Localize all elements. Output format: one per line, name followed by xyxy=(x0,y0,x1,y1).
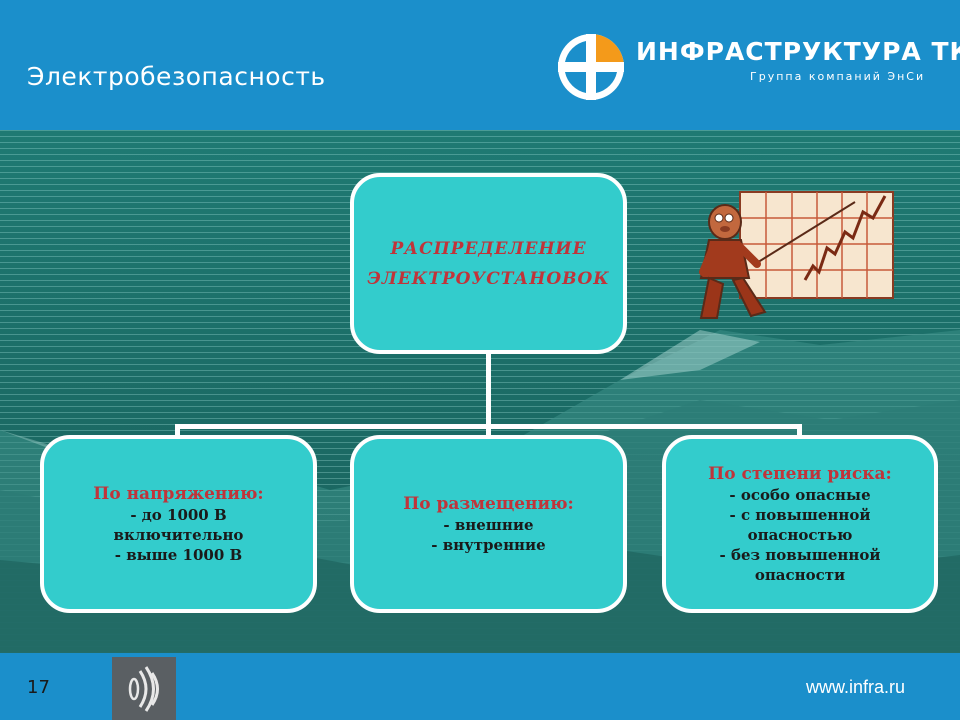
slide-header: Электробезопасность ИНФРАСТРУКТУРА ТК Гр… xyxy=(0,0,960,130)
presenter-chart-illustration xyxy=(699,191,894,319)
branch-item: включительно xyxy=(113,525,244,544)
branch-item: опасностью xyxy=(747,525,853,544)
branch-item: опасности xyxy=(754,565,846,584)
slide-footer: 17 www.infra.ru xyxy=(0,653,960,720)
branch-heading: По размещению: xyxy=(403,493,574,514)
page-title: Электробезопасность xyxy=(27,62,326,91)
branch-item: - особо опасные xyxy=(729,485,871,504)
connector-left xyxy=(175,424,180,438)
branch-item: - до 1000 В xyxy=(130,505,227,524)
branch-heading: По степени риска: xyxy=(708,463,892,484)
branch-heading: По напряжению: xyxy=(93,483,264,504)
site-url: www.infra.ru xyxy=(806,677,906,697)
branch-item: - с повышенной xyxy=(729,505,871,524)
root-line: РАСПРЕДЕЛЕНИЕ xyxy=(390,238,587,259)
diagram-area: РАСПРЕДЕЛЕНИЕ ЭЛЕКТРОУСТАНОВОК По напряж… xyxy=(0,130,960,653)
company-logo-icon xyxy=(558,34,624,100)
branch-box-placement: По размещению: - внешние - внутренние xyxy=(350,435,627,613)
root-line: ЭЛЕКТРОУСТАНОВОК xyxy=(367,268,610,289)
root-box: РАСПРЕДЕЛЕНИЕ ЭЛЕКТРОУСТАНОВОК xyxy=(350,173,627,354)
branch-box-voltage: По напряжению: - до 1000 В включительно … xyxy=(40,435,317,613)
branch-item: - без повышенной xyxy=(719,545,881,564)
branch-item: - внутренние xyxy=(431,535,546,554)
connector-vertical-root xyxy=(486,352,491,426)
branch-item: - выше 1000 В xyxy=(114,545,243,564)
connector-middle xyxy=(486,424,491,438)
branch-box-risk: По степени риска: - особо опасные - с по… xyxy=(662,435,938,613)
company-name: ИНФРАСТРУКТУРА ТК xyxy=(636,37,960,66)
branch-item: - внешние xyxy=(443,515,534,534)
page-number: 17 xyxy=(27,677,50,698)
audio-button[interactable] xyxy=(112,657,176,720)
connector-right xyxy=(797,424,802,438)
company-subtitle: Группа компаний ЭнСи xyxy=(750,70,926,83)
speaker-icon xyxy=(128,666,159,712)
